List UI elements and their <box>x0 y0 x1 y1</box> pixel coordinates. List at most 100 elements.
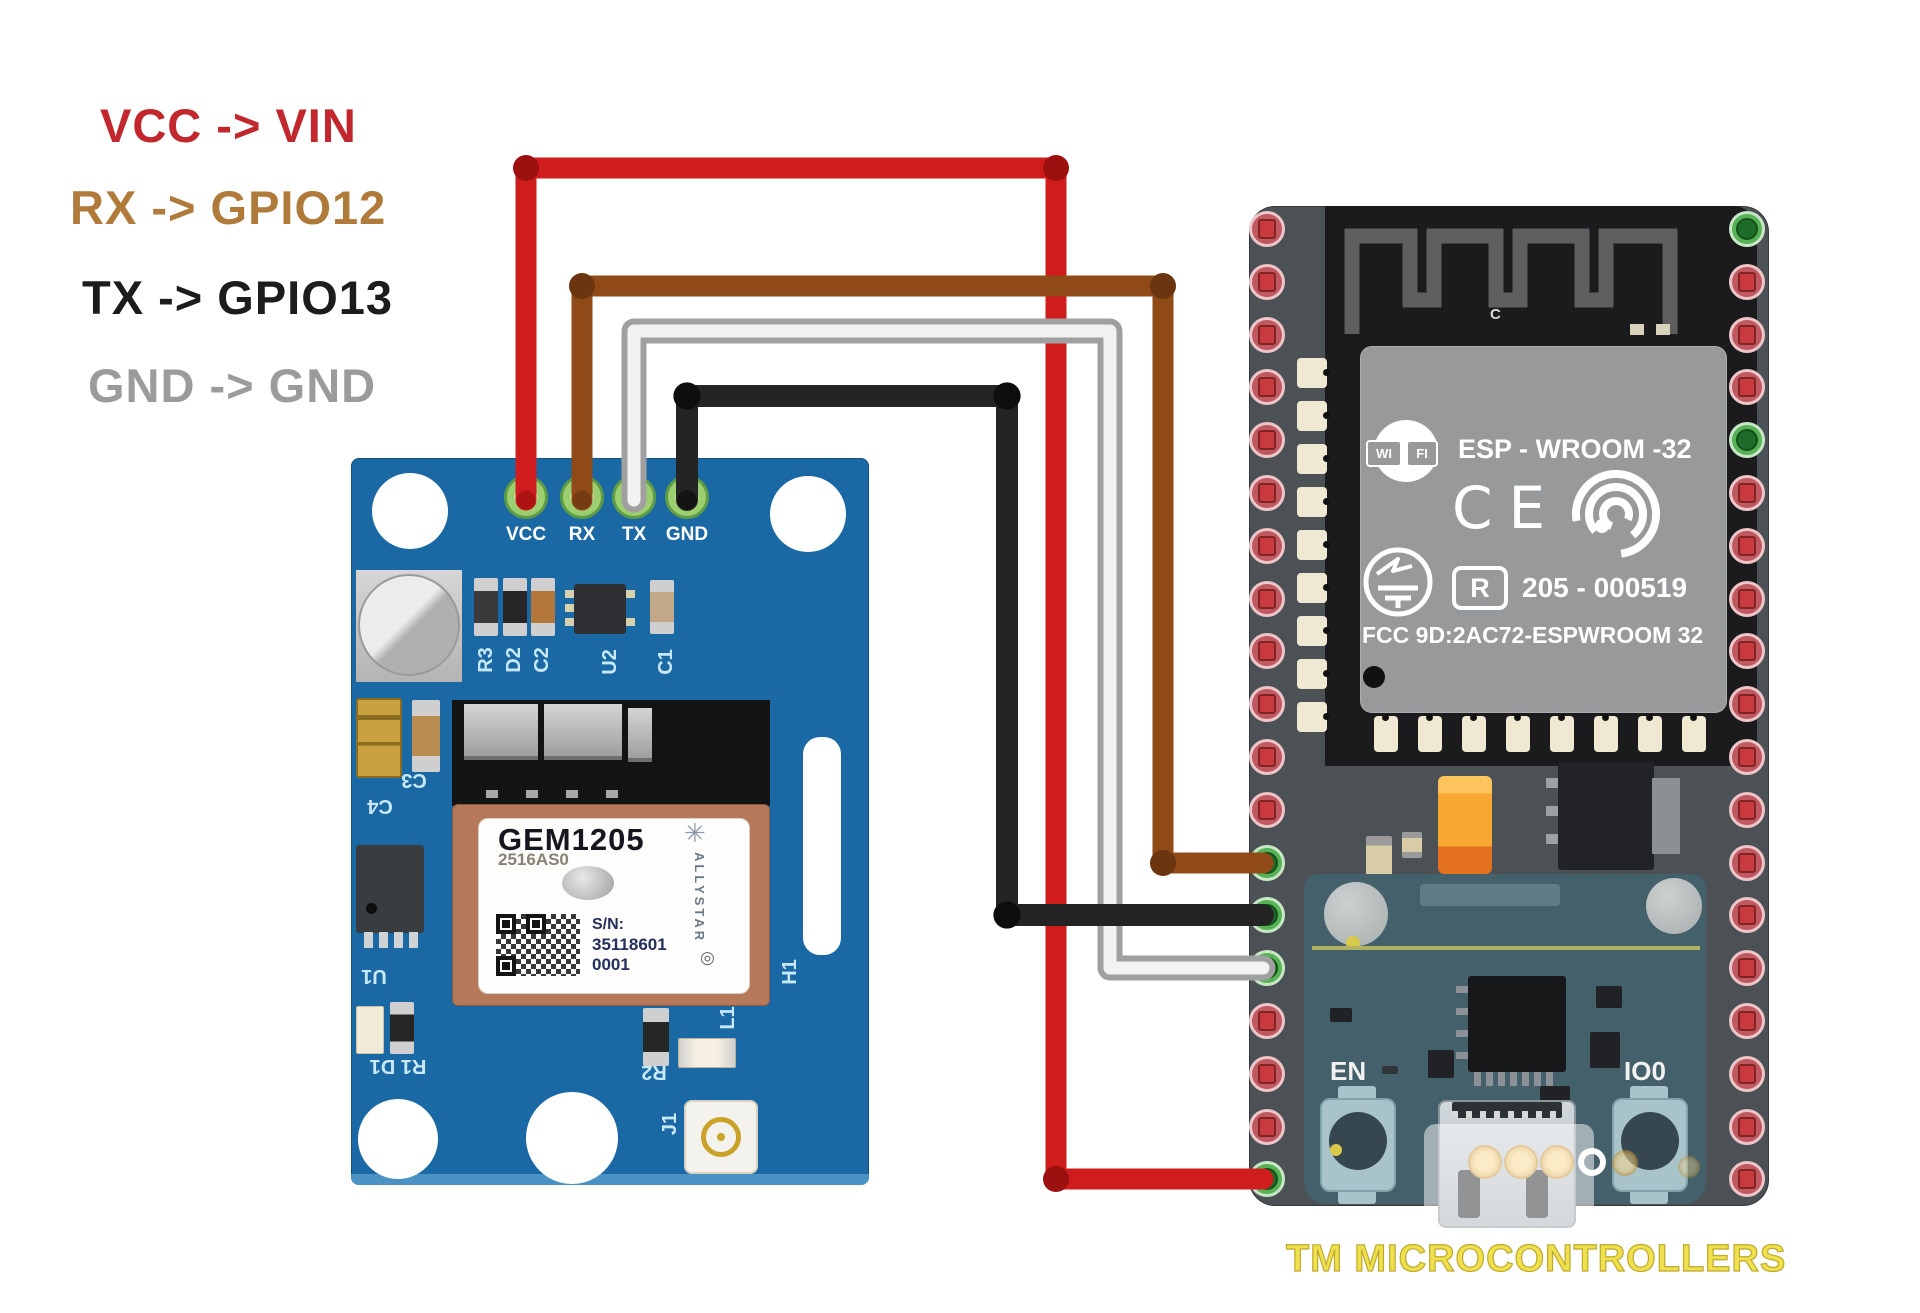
gold-pad <box>1612 1150 1638 1176</box>
pin-hole <box>1738 324 1756 345</box>
esp-header-pin <box>1249 791 1285 828</box>
solder-dot <box>1690 714 1697 721</box>
esp-metal-shield <box>1360 346 1727 713</box>
solder-dot <box>1382 714 1389 721</box>
esp-header-pin <box>1729 739 1765 775</box>
solder-dot <box>1323 713 1330 720</box>
esp-header-pin <box>1249 475 1285 511</box>
gem-model: GEM1205 <box>498 822 645 857</box>
castellation-pad <box>1594 714 1618 752</box>
esp-header-pin <box>1729 950 1765 987</box>
castellation-pad <box>1638 714 1662 752</box>
pin-hole <box>1258 483 1276 503</box>
solder-dot <box>486 790 498 798</box>
antenna-plate <box>628 708 652 762</box>
en-button-cap[interactable] <box>1329 1112 1387 1170</box>
button-tab <box>1338 1086 1376 1100</box>
en-label: EN <box>1330 1056 1367 1086</box>
castellation-pad <box>1297 444 1330 474</box>
solder-dot <box>1426 714 1433 721</box>
pin-hole <box>1738 1116 1756 1137</box>
chip-leg <box>565 604 574 612</box>
watermark-text: TM MICROCONTROLLERS <box>1285 1237 1787 1280</box>
esp-header-pin <box>1249 211 1285 247</box>
solder-dot <box>566 790 578 798</box>
yellow-dot <box>1330 1144 1342 1156</box>
button-tab <box>1630 1190 1668 1204</box>
esp-header-pin <box>1729 369 1765 406</box>
io0-label: IO0 <box>1624 1056 1666 1086</box>
board-circle <box>1646 878 1702 934</box>
pin-hole <box>1258 271 1276 292</box>
solder-dot <box>526 790 538 798</box>
chip-leg <box>1546 834 1558 844</box>
castellation-pad <box>1297 573 1330 603</box>
esp-header-pin <box>1729 316 1765 353</box>
legend-gnd-gnd: GND -> GND <box>88 359 377 412</box>
pin-hole <box>1738 852 1756 873</box>
esp-module-name: ESP - WROOM -32 <box>1458 434 1692 464</box>
esp-header-pin <box>1729 1161 1765 1198</box>
esp-header-pin <box>1729 791 1765 828</box>
pin-hole <box>1258 747 1276 767</box>
supercap-icon <box>358 574 460 676</box>
smd-component <box>1590 1032 1620 1068</box>
button-tab <box>1630 1086 1668 1100</box>
tantalum-cap-c3 <box>356 698 402 778</box>
pin-hole <box>1738 271 1756 292</box>
led-d1 <box>356 1006 384 1054</box>
solder-dot <box>1323 584 1330 591</box>
slot-h1 <box>803 737 841 955</box>
chip-leg <box>379 932 388 948</box>
pin-hole <box>1258 641 1276 662</box>
shield-dot-icon <box>1363 666 1385 688</box>
esp-header-pin <box>1729 686 1765 723</box>
capacitor-c2 <box>531 578 555 636</box>
esp-header-pin <box>1249 633 1285 670</box>
wifi-logo-wi: WI <box>1366 440 1402 467</box>
regulator-tab <box>1652 778 1680 854</box>
chip-leg <box>1510 1072 1517 1086</box>
pin-hole <box>1738 1011 1756 1031</box>
pin-hole <box>1738 958 1756 979</box>
gem-brand: ALLYSTAR <box>692 852 707 944</box>
solder-dot <box>1323 412 1330 419</box>
pin-hole <box>1736 429 1758 452</box>
chip-leg <box>1456 1030 1468 1037</box>
pin-hole <box>1738 483 1756 503</box>
solder-dot <box>1470 714 1477 721</box>
esp-header-pin <box>1249 527 1285 564</box>
esp-header-pin <box>1249 1108 1285 1145</box>
gps-board-edge <box>351 1174 869 1185</box>
antenna-feed-pad <box>1656 324 1670 335</box>
gold-pad <box>1678 1156 1700 1178</box>
esp-header-pin <box>1729 844 1765 881</box>
smd-component <box>1596 986 1622 1008</box>
pin-hole <box>1738 747 1756 767</box>
pin-hole <box>1258 1011 1276 1031</box>
r-certification-mark: R <box>1452 566 1508 610</box>
esp-header-pin <box>1729 633 1765 670</box>
pin-hole <box>1738 905 1756 926</box>
resistor-r2 <box>643 1008 669 1066</box>
smd-component <box>1330 1008 1352 1022</box>
esp-header-pin <box>1729 422 1765 459</box>
chip-leg <box>1456 986 1468 993</box>
esp-header-pin <box>1249 1003 1285 1039</box>
chip-leg <box>1546 1072 1553 1086</box>
board-circle <box>1324 882 1388 946</box>
pin-hole <box>1258 799 1276 820</box>
pin-hole <box>1258 535 1276 556</box>
resistor-r3 <box>474 578 498 636</box>
esp-header-pin <box>1729 263 1765 300</box>
chip-leg <box>364 932 373 948</box>
mounting-hole <box>770 476 846 552</box>
castellation-pad <box>1462 714 1486 752</box>
pcb-antenna-icon <box>1344 228 1678 334</box>
chip-leg <box>565 590 574 598</box>
ufl-pin-icon <box>717 1133 725 1141</box>
esp-header-pin <box>1729 1003 1765 1039</box>
gps-pin-label-tx: TX <box>621 524 647 545</box>
pin-hole <box>1258 430 1276 451</box>
